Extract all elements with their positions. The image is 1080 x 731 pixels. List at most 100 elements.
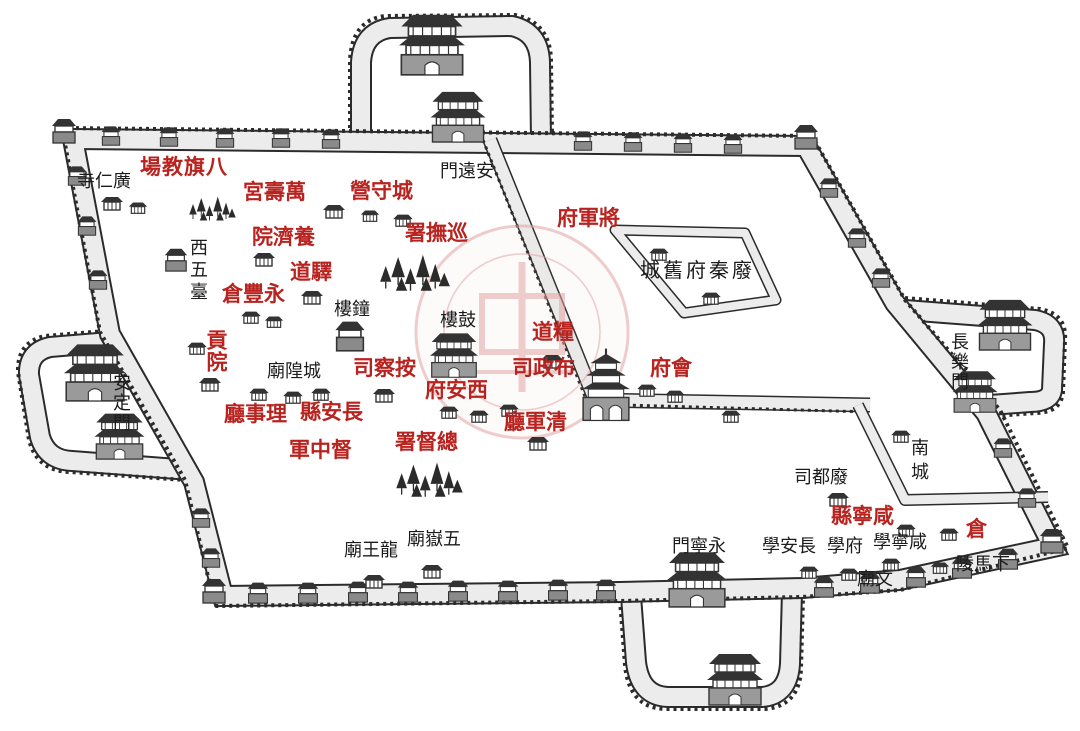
label-changan-school: 學安長 <box>762 536 816 557</box>
building-icon <box>664 390 686 403</box>
building-icon <box>372 388 396 403</box>
wall-tower-icon <box>191 507 211 528</box>
wall-tower-icon <box>297 582 319 604</box>
wall-tower-icon <box>447 580 469 602</box>
wall-tower-icon <box>497 580 519 602</box>
label-anding-gate: 安定門 <box>110 373 131 433</box>
wall-tower-icon <box>247 582 269 604</box>
label-anyuan-gate: 門遠安 <box>440 161 494 182</box>
wall-tower-icon <box>101 125 121 146</box>
label-south-city: 南城 <box>908 438 929 486</box>
label-yongning-gate: 門寧永 <box>672 536 726 557</box>
label-changle-gate: 長樂門 <box>948 332 969 392</box>
wall-tower-icon <box>623 131 643 152</box>
anyuan-gate-tower-icon <box>429 91 487 143</box>
building-icon <box>720 410 742 423</box>
wall-tower-icon <box>347 581 369 603</box>
label-west-platform: 西五臺 <box>187 238 208 304</box>
west-platform-tower-icon <box>164 248 188 272</box>
label-post-circuit: 道驛 <box>290 259 332 284</box>
wall-tower-icon <box>819 177 839 198</box>
label-old-qin-palace-city: 城舊府秦廢 <box>640 258 755 282</box>
wall-tower-icon <box>905 566 927 588</box>
building-icon <box>248 388 270 401</box>
wall-tower-icon <box>77 215 97 236</box>
wall-tower-icon <box>321 128 341 149</box>
building-icon <box>468 410 490 423</box>
building-icon <box>128 201 148 214</box>
label-xianning-county: 縣寧咸 <box>831 503 894 528</box>
label-prefectural-school: 學府 <box>827 536 863 557</box>
label-examination-hall: 貢院 <box>204 329 229 373</box>
building-icon <box>360 209 380 222</box>
building-icon <box>930 561 950 574</box>
label-general-office: 府軍將 <box>557 205 620 230</box>
label-confucian-temple: 廟文 <box>857 569 893 590</box>
wall-tower-icon <box>159 126 179 147</box>
label-bell-tower: 樓鐘 <box>334 299 370 320</box>
west-barbican <box>15 329 191 482</box>
label-qingjun-office: 廳軍清 <box>504 409 567 434</box>
corner-tower-icon <box>793 124 819 150</box>
bell-tower-icon <box>334 320 366 352</box>
corner-tower-icon <box>201 578 227 604</box>
south-city-wall <box>852 402 1049 506</box>
old-qin-palace-enclosure <box>609 224 782 319</box>
label-poorhouse: 院濟養 <box>252 224 315 249</box>
building-icon <box>100 196 124 211</box>
wall-tower-icon <box>88 269 108 290</box>
building-icon <box>322 204 346 219</box>
yongning-gate-tower-icon <box>666 551 728 608</box>
label-five-peaks-temple: 廟嶽五 <box>407 529 461 550</box>
label-huifu: 府會 <box>650 355 692 380</box>
north-barbican-gate-tower-icon <box>398 13 466 76</box>
label-treasurer-office: 司政布 <box>512 355 575 380</box>
building-icon <box>420 564 444 579</box>
label-banner-drill-ground: 場教旗八 <box>140 154 228 179</box>
wall-tower-icon <box>573 130 593 151</box>
wall-tower-icon <box>595 579 617 601</box>
wall-tower-icon <box>271 127 291 148</box>
building-icon <box>526 436 550 451</box>
building-icon <box>636 384 658 397</box>
east-barbican-gate-tower-icon <box>976 299 1034 351</box>
wall-tower-icon <box>723 133 743 154</box>
label-guangren-temple: 寺仁廣 <box>77 171 131 192</box>
label-xiama-tomb: 陵馬下 <box>956 554 1010 575</box>
label-viceroy-office: 署督總 <box>395 429 458 454</box>
label-granary: 倉 <box>966 516 987 541</box>
label-drum-tower: 樓鼓 <box>440 310 476 331</box>
label-lishi-office: 廳事理 <box>224 401 287 426</box>
building-icon <box>240 311 262 324</box>
label-military-governor: 軍中督 <box>289 437 352 462</box>
building-icon <box>700 292 722 305</box>
wall-tower-icon <box>201 547 221 568</box>
label-grain-circuit: 道糧 <box>532 319 574 344</box>
wall-tower-icon <box>547 579 569 601</box>
wall-tower-icon <box>673 132 693 153</box>
label-xian-prefecture: 府安西 <box>425 377 488 402</box>
label-changan-county: 縣安長 <box>300 399 363 424</box>
building-icon <box>264 315 284 328</box>
wall-tower-icon <box>1017 487 1037 508</box>
corner-tower-icon <box>51 118 77 144</box>
seal-watermark <box>414 224 630 440</box>
building-icon <box>198 377 222 392</box>
label-abandoned-commandery: 司都廢 <box>794 467 848 488</box>
corner-tower-icon <box>1039 528 1065 554</box>
building-icon <box>838 568 860 581</box>
wall-tower-icon <box>871 267 891 288</box>
wall-tower-icon <box>993 437 1013 458</box>
label-yongfeng-granary: 倉豐永 <box>222 281 285 306</box>
south-barbican-gate-tower-icon <box>706 653 764 706</box>
wall-tower-icon <box>215 127 235 148</box>
label-garrison-camp: 營守城 <box>350 178 413 203</box>
building-icon <box>798 566 820 579</box>
label-wanshou-palace: 宮壽萬 <box>243 179 306 204</box>
wall-tower-icon <box>397 581 419 603</box>
label-dragon-king-temple: 廟王龍 <box>344 540 398 561</box>
building-icon <box>362 574 386 589</box>
building-icon <box>300 290 324 305</box>
